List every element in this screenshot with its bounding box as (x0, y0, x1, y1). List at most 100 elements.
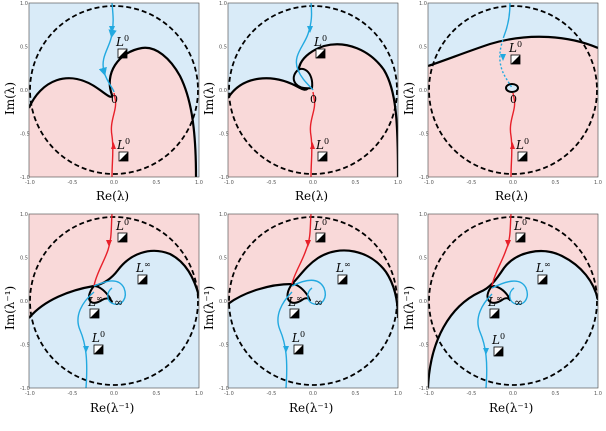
plot-frame (427, 2, 599, 178)
x-tick-label: 0.5 (153, 180, 161, 186)
svg-text:L∞: L∞ (135, 260, 151, 275)
y-tick-label: 0.0 (419, 299, 427, 305)
y-tick-label: 0.0 (219, 88, 227, 94)
point-label-L0: L0 (491, 332, 505, 357)
x-tick-label: -0.5 (68, 180, 78, 186)
svg-text:L0: L0 (313, 218, 327, 233)
svg-text:L∞: L∞ (87, 294, 103, 309)
x-axis-label: Re(λ⁻¹) (289, 401, 333, 415)
blue-arrow (483, 348, 489, 355)
x-tick-label: 0.0 (509, 180, 517, 186)
svg-text:L0: L0 (115, 218, 129, 233)
blue-arrow (109, 26, 115, 33)
blue-trajectory-down (77, 291, 95, 388)
y-tick-label: 0.0 (20, 299, 28, 305)
blue-trajectory-down (277, 291, 293, 388)
inner-loop (486, 284, 511, 304)
x-axis-label: Re(λ) (295, 189, 328, 203)
x-tick-label: 1.0 (394, 391, 402, 397)
svg-text:L∞: L∞ (287, 294, 303, 309)
y-tick-label: 1.0 (419, 212, 427, 218)
blue-trajectory-down (477, 293, 493, 388)
y-tick-label: -1.0 (219, 386, 229, 392)
svg-text:L0: L0 (313, 34, 327, 49)
pink-region (29, 47, 196, 177)
y-tick-label: -0.5 (419, 132, 429, 138)
unit-circle (228, 5, 398, 175)
unit-circle (428, 5, 598, 175)
y-tick-label: 0.0 (419, 88, 427, 94)
y-tick-label: -1.0 (20, 386, 30, 392)
x-tick-label: 0.0 (309, 180, 317, 186)
point-label-L0: L0 (116, 137, 130, 162)
y-tick-label: 0.5 (20, 256, 28, 262)
svg-text:L∞: L∞ (535, 260, 551, 275)
y-tick-label: 1.0 (219, 212, 227, 218)
red-arrow (310, 142, 315, 149)
y-tick-label: 1.0 (419, 1, 427, 7)
red-trajectory (93, 214, 113, 287)
x-axis-label: Re(λ) (495, 189, 528, 203)
x-tick-label: -0.5 (267, 391, 277, 397)
blue-trajectory (291, 279, 326, 305)
panel-top-middle: 0 L0 L0 (227, 2, 399, 178)
boundary-curve (228, 249, 398, 319)
unit-circle (228, 216, 398, 386)
x-tick-label: -0.5 (68, 391, 78, 397)
x-tick-label: -0.5 (467, 391, 477, 397)
x-tick-label: 0.0 (110, 180, 118, 186)
blue-arrow (500, 54, 506, 61)
panel-bottom-right: ∞ L0 L∞ L∞ L0 (427, 213, 599, 389)
point-label-Linf: L∞ (87, 294, 103, 319)
x-tick-label: 0.5 (352, 180, 360, 186)
plot-frame (427, 213, 599, 389)
y-tick-label: -1.0 (20, 175, 30, 181)
x-tick-label: 1.0 (195, 391, 203, 397)
blue-region (228, 250, 398, 388)
y-tick-label: 0.5 (20, 45, 28, 51)
plot-frame (227, 213, 399, 389)
red-trajectory (309, 91, 316, 177)
point-label-L0: L0 (313, 218, 327, 243)
y-tick-label: 1.0 (20, 212, 28, 218)
x-tick-label: -0.5 (467, 180, 477, 186)
x-tick-label: -1.0 (25, 180, 35, 186)
point-label-L0: L0 (508, 40, 522, 65)
y-axis-label: Im(λ⁻¹) (3, 286, 17, 330)
y-axis-label: Im(λ) (3, 82, 17, 115)
x-tick-label: 1.0 (195, 180, 203, 186)
red-trajectory (509, 92, 516, 177)
point-label-Linf: L∞ (535, 260, 551, 285)
unit-circle (29, 5, 199, 175)
point-label-L0: L0 (115, 34, 129, 59)
svg-text:L0: L0 (315, 137, 329, 152)
boundary-curve (428, 35, 598, 68)
y-tick-label: 0.0 (219, 299, 227, 305)
svg-text:L0: L0 (91, 330, 105, 345)
boundary-curve (228, 43, 398, 177)
y-tick-label: -0.5 (20, 343, 30, 349)
origin-label: 0 (310, 93, 317, 106)
panel-bottom-left: ∞ L0 L∞ L∞ L0 (28, 213, 200, 389)
x-tick-label: 1.0 (394, 180, 402, 186)
y-tick-label: 0.5 (219, 256, 227, 262)
x-tick-label: 1.0 (594, 391, 602, 397)
red-arrow (510, 142, 515, 149)
x-tick-label: 0.0 (509, 391, 517, 397)
point-label-Linf: L∞ (487, 294, 503, 319)
x-axis-label: Re(λ) (96, 189, 129, 203)
y-tick-label: 1.0 (20, 1, 28, 7)
origin-label: 0 (510, 93, 517, 106)
inner-loop (87, 284, 113, 304)
infinity-label: ∞ (514, 296, 523, 309)
point-label-L0: L0 (513, 218, 527, 243)
x-tick-label: 0.0 (110, 391, 118, 397)
panel-bottom-middle: ∞ L0 L∞ L∞ L0 (227, 213, 399, 389)
svg-text:L0: L0 (115, 34, 129, 49)
svg-text:L0: L0 (515, 137, 529, 152)
blue-arrow (307, 26, 313, 33)
blue-trajectory (93, 280, 126, 305)
x-tick-label: 0.5 (153, 391, 161, 397)
